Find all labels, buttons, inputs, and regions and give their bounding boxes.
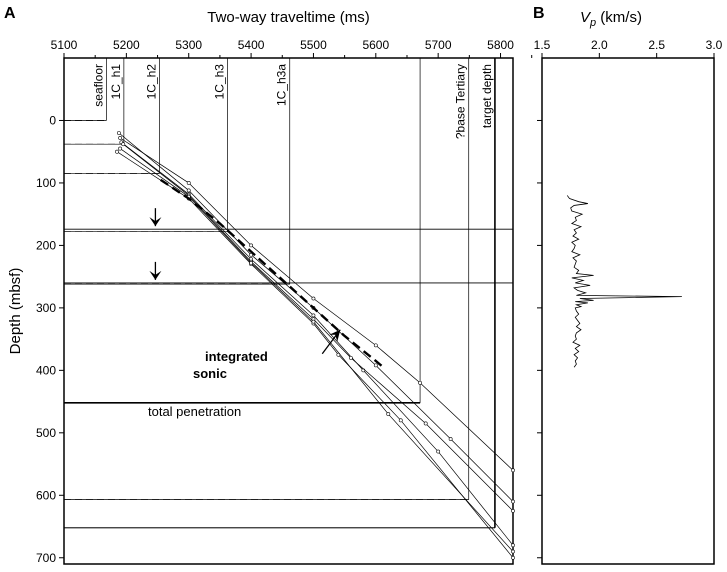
data-point bbox=[186, 188, 191, 193]
panel-a-series bbox=[115, 131, 515, 560]
traveltime-depth-line bbox=[118, 132, 514, 502]
data-point bbox=[373, 363, 378, 368]
data-point bbox=[511, 468, 515, 473]
data-point bbox=[511, 549, 515, 554]
total-penetration-label: total penetration bbox=[148, 404, 241, 419]
panel-a-frame bbox=[63, 57, 514, 565]
horizon-label: 1C_h2 bbox=[144, 64, 158, 100]
x-tick-label: 5300 bbox=[175, 38, 202, 52]
data-point bbox=[118, 136, 123, 140]
data-point bbox=[511, 555, 515, 560]
panel-a-y-axis-title: Depth (mbsf) bbox=[7, 268, 24, 355]
data-point bbox=[116, 131, 121, 135]
data-point bbox=[348, 355, 353, 360]
x-tick-label: 5200 bbox=[113, 38, 140, 52]
data-point bbox=[249, 260, 253, 265]
data-point bbox=[418, 380, 422, 385]
panel-b: B Vp (km/s) 1.5 2.0 2.5 3.0 bbox=[533, 5, 723, 565]
panel-a-horizons: seafloor 1C_h1 1C_h2 1C_h3 1C_h3a ?base Terti… bbox=[64, 58, 496, 529]
x-tick-label: 5600 bbox=[362, 38, 389, 52]
panel-b-letter: B bbox=[533, 5, 545, 22]
integrated-sonic-line bbox=[159, 178, 385, 369]
panel-b-x-axis-title: Vp (km/s) bbox=[580, 9, 642, 29]
integrated-sonic-label-line-1: integrated bbox=[205, 349, 268, 364]
panel-a-x-ticks: 5100 5200 5300 5400 5500 5600 5700 5800 bbox=[51, 38, 533, 58]
data-point bbox=[186, 181, 191, 185]
data-point bbox=[423, 421, 428, 426]
x-tick-label: 5800 bbox=[487, 38, 514, 52]
panel-a-x-axis-title: Two-way traveltime (ms) bbox=[207, 9, 370, 26]
data-point bbox=[386, 412, 391, 416]
traveltime-depth-line bbox=[119, 148, 514, 552]
x-tick-label: 5500 bbox=[300, 38, 327, 52]
integrated-sonic-label-line-2: sonic bbox=[193, 366, 227, 381]
data-point bbox=[115, 149, 119, 154]
data-point bbox=[311, 313, 316, 318]
y-tick-label: 200 bbox=[36, 238, 56, 252]
y-tick-label: 0 bbox=[49, 113, 56, 127]
vp-log-line bbox=[566, 195, 682, 368]
down-arrow-head bbox=[149, 217, 162, 227]
down-arrow-head bbox=[149, 270, 162, 280]
panel-b-y-ticks bbox=[537, 119, 542, 559]
data-point bbox=[436, 449, 441, 454]
y-tick-label: 400 bbox=[36, 363, 56, 377]
panel-a-letter: A bbox=[4, 5, 16, 22]
x-tick-label: 5700 bbox=[425, 38, 452, 52]
panel-a-depth-lines bbox=[64, 120, 513, 529]
y-tick-label: 600 bbox=[36, 488, 56, 502]
panel-a-y-ticks: 0 100 200 300 400 500 600 700 bbox=[36, 113, 64, 565]
x-tick-label: 5400 bbox=[238, 38, 265, 52]
data-point bbox=[249, 243, 253, 248]
y-tick-label: 300 bbox=[36, 301, 56, 315]
panel-b-x-ticks: 1.5 2.0 2.5 3.0 bbox=[534, 38, 723, 58]
horizon-label: ?base Tertiary bbox=[454, 64, 468, 139]
x-tick-label: 1.5 bbox=[534, 38, 551, 52]
y-tick-label: 700 bbox=[36, 551, 56, 565]
data-point bbox=[118, 146, 123, 151]
panel-a-arrows bbox=[149, 208, 341, 355]
horizon-label: seafloor bbox=[91, 64, 105, 107]
x-tick-label: 5100 bbox=[51, 38, 78, 52]
data-point bbox=[448, 437, 453, 441]
horizon-label: 1C_h3 bbox=[212, 64, 226, 100]
data-point bbox=[511, 499, 515, 504]
data-point bbox=[398, 418, 403, 423]
panel-b-frame bbox=[541, 57, 715, 565]
y-tick-label: 500 bbox=[36, 426, 56, 440]
traveltime-depth-line bbox=[116, 151, 514, 558]
data-point bbox=[311, 296, 316, 301]
y-tick-label: 100 bbox=[36, 176, 56, 190]
x-tick-label: 3.0 bbox=[706, 38, 723, 52]
sonic-arrow-head bbox=[329, 329, 341, 342]
data-point bbox=[511, 509, 515, 513]
x-tick-label: 2.0 bbox=[591, 38, 608, 52]
panel-a: A Two-way traveltime (ms) Depth (mbsf) 5… bbox=[4, 5, 533, 565]
horizon-label: target depth bbox=[480, 64, 494, 128]
horizon-label: 1C_h1 bbox=[109, 64, 123, 100]
data-point bbox=[311, 319, 316, 324]
horizon-label: 1C_h3a bbox=[275, 64, 289, 106]
panel-b-series bbox=[566, 195, 682, 368]
data-point bbox=[121, 142, 126, 147]
x-tick-label: 2.5 bbox=[648, 38, 665, 52]
traveltime-depth-line bbox=[121, 142, 514, 546]
data-point bbox=[373, 343, 378, 348]
data-point bbox=[511, 543, 515, 548]
